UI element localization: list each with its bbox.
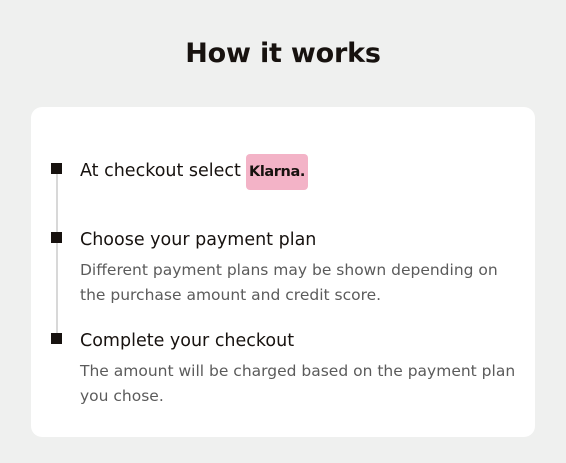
step-description: Different payment plans may be shown dep… bbox=[80, 261, 498, 304]
step-marker-icon bbox=[51, 333, 62, 344]
step-marker-icon bbox=[51, 232, 62, 243]
how-it-works-card: At checkout select Klarna. Choose your p… bbox=[31, 107, 535, 437]
klarna-logo-badge: Klarna. bbox=[246, 154, 308, 190]
step-title: Complete your checkout bbox=[80, 331, 295, 351]
page-title: How it works bbox=[185, 38, 381, 69]
step-description: The amount will be charged based on the … bbox=[80, 362, 516, 405]
timeline-line bbox=[56, 173, 58, 343]
step-marker-icon bbox=[51, 163, 62, 174]
step-title: Choose your payment plan bbox=[80, 230, 317, 250]
step-title: At checkout select bbox=[80, 161, 241, 181]
